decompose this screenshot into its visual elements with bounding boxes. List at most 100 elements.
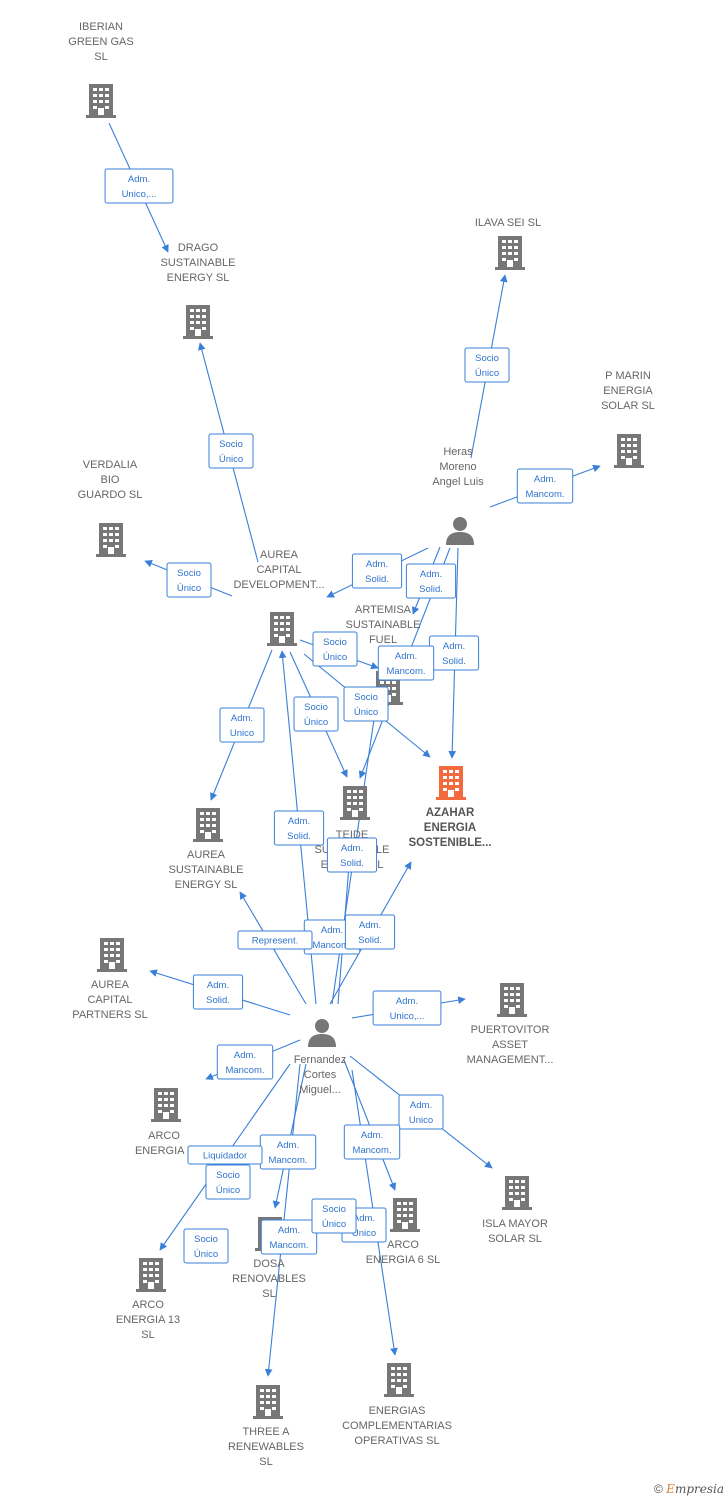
person-icon[interactable]: [446, 517, 474, 545]
building-icon[interactable]: [384, 1363, 414, 1397]
badge-label: Mancom.: [312, 940, 351, 951]
building-icon[interactable]: [502, 1176, 532, 1210]
node-label-line: BIO: [101, 474, 120, 486]
edge-badge[interactable]: Adm.Mancom.: [377, 645, 435, 681]
badge-label: Adm.: [410, 1100, 432, 1111]
node-label-line: SL: [94, 51, 107, 63]
badge-label: Socio: [194, 1234, 218, 1245]
edge-badge[interactable]: Adm.Solid.: [428, 635, 480, 671]
node-label-line: AUREA: [260, 549, 299, 561]
badge-box: [312, 631, 358, 667]
building-icon[interactable]: [340, 786, 370, 820]
badge-box: [372, 990, 442, 1026]
badge-label: Mancom.: [269, 1240, 308, 1251]
node-label-line: ILAVA SEI SL: [475, 217, 541, 229]
badge-label: Solid.: [206, 995, 230, 1006]
edge-badge[interactable]: Adm.Solid.: [192, 974, 244, 1010]
building-icon[interactable]: [267, 612, 297, 646]
edge-badge[interactable]: Adm.Mancom.: [216, 1044, 274, 1080]
copyright-symbol: ©: [653, 1482, 663, 1496]
person-icon[interactable]: [308, 1019, 336, 1047]
building-icon[interactable]: [436, 766, 466, 800]
building-icon[interactable]: [96, 523, 126, 557]
edge-badge[interactable]: Adm.Solid.: [351, 553, 403, 589]
badge-label: Adm.: [278, 1225, 300, 1236]
edge-badge[interactable]: Adm.Mancom.: [516, 468, 574, 504]
badge-box: [311, 1198, 357, 1234]
node-label-line: GREEN GAS: [68, 36, 133, 48]
building-icon[interactable]: [193, 808, 223, 842]
edge-badge[interactable]: Adm.Solid.: [273, 810, 325, 846]
building-icon[interactable]: [97, 938, 127, 972]
node-label-line: CAPITAL: [87, 994, 132, 1006]
badge-label: Mancom.: [352, 1145, 391, 1156]
building-icon[interactable]: [183, 305, 213, 339]
badge-label: Socio: [219, 439, 243, 450]
node-azahar[interactable]: AZAHARENERGIASOSTENIBLE...: [408, 766, 492, 849]
building-icon[interactable]: [151, 1088, 181, 1122]
edge-badge[interactable]: Adm.Unico,...: [104, 168, 174, 204]
edge-badge[interactable]: Adm.Unico: [219, 707, 265, 743]
badge-label: Unico: [230, 728, 254, 739]
node-ilava[interactable]: ILAVA SEI SL: [475, 217, 541, 270]
building-icon[interactable]: [253, 1385, 283, 1419]
edge-badge[interactable]: Adm.Mancom.: [343, 1124, 401, 1160]
node-puertovitor[interactable]: PUERTOVITORASSETMANAGEMENT...: [467, 983, 554, 1066]
edge-badge[interactable]: Adm.Unico,...: [372, 990, 442, 1026]
badge-label: Adm.: [396, 996, 418, 1007]
badge-label: Único: [354, 707, 378, 718]
edge-badge[interactable]: Adm.Solid.: [326, 837, 378, 873]
badge-label: Socio: [475, 353, 499, 364]
node-fernandez[interactable]: FernandezCortesMiguel...: [294, 1019, 347, 1096]
edge-badge[interactable]: Represent.: [237, 930, 313, 950]
building-icon[interactable]: [497, 983, 527, 1017]
building-icon[interactable]: [495, 236, 525, 270]
footer-brand[interactable]: © Empresia: [654, 1482, 724, 1496]
badge-label: Mancom.: [386, 666, 425, 677]
building-icon[interactable]: [136, 1258, 166, 1292]
edge-badge[interactable]: Adm.Unico: [398, 1094, 444, 1130]
edge-badge[interactable]: Adm. Mancom.: [260, 1219, 318, 1255]
badge-label: Único: [475, 368, 499, 379]
badge-label: Unico: [352, 1228, 376, 1239]
building-icon[interactable]: [390, 1198, 420, 1232]
node-aurea_dev[interactable]: AUREACAPITALDEVELOPMENT...: [233, 549, 325, 646]
node-label-line: DOSA: [253, 1258, 285, 1270]
edge-badge[interactable]: Liquidador: [187, 1145, 263, 1165]
node-label-line: ARCO: [387, 1239, 419, 1251]
badge-box: [398, 1094, 444, 1130]
edge-badge[interactable]: Adm.Mancom.: [259, 1134, 317, 1170]
edge-badge[interactable]: Adm.Solid.: [344, 914, 396, 950]
badge-box: [464, 347, 510, 383]
building-icon[interactable]: [86, 84, 116, 118]
badge-label: Unico,...: [122, 189, 157, 200]
edge-badge[interactable]: Adm.Solid.: [405, 563, 457, 599]
badge-box: [205, 1164, 251, 1200]
building-icon[interactable]: [614, 434, 644, 468]
